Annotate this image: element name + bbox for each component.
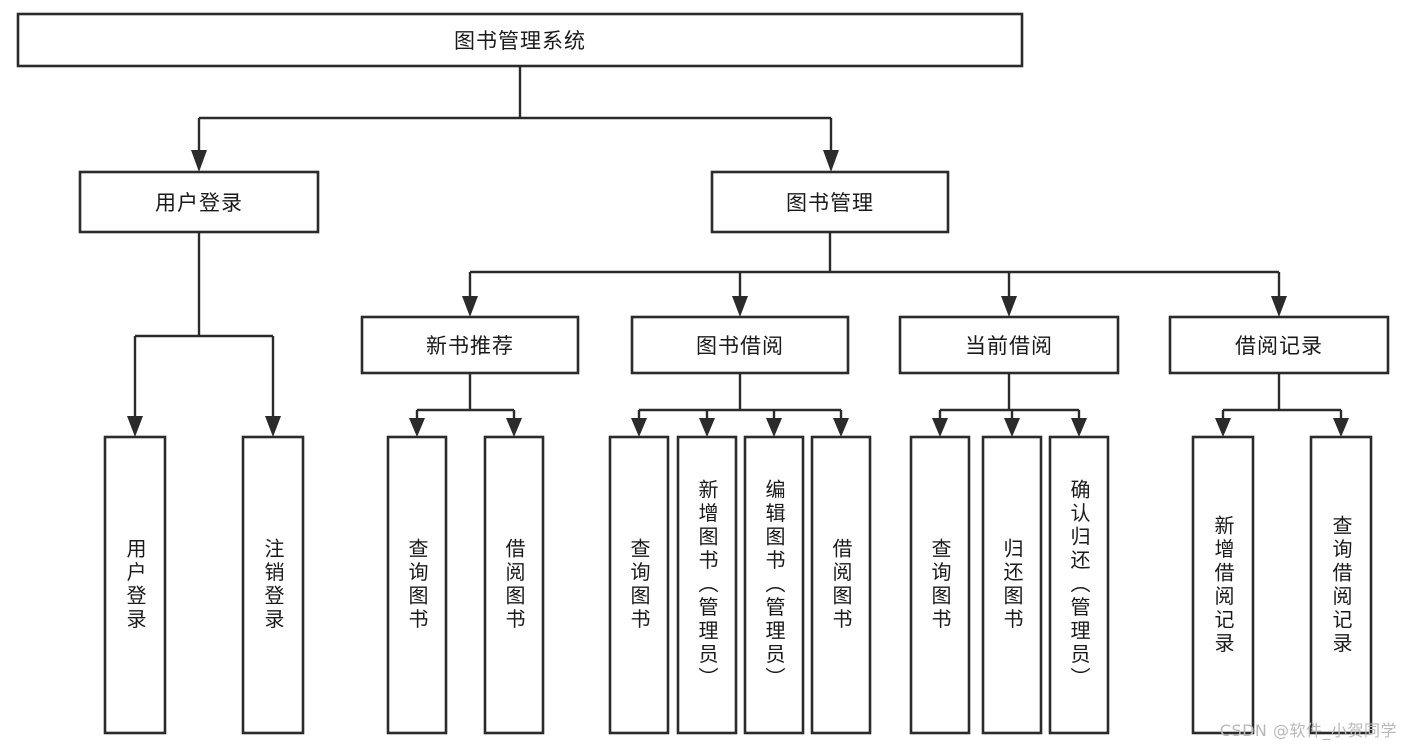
arrow-head-leaf-query-book-3 — [932, 418, 948, 437]
leaf-node-box[interactable] — [1191, 435, 1255, 735]
level3-node-box[interactable] — [360, 315, 580, 375]
arrow-head-leaf-edit-book — [766, 418, 782, 437]
edge-group-current-borrow — [932, 373, 1087, 437]
arrow-head-leaf-logout — [265, 416, 281, 437]
level2-node-box[interactable] — [78, 170, 320, 234]
edge-group-root — [191, 66, 839, 172]
arrow-head-new-book — [462, 296, 478, 317]
edge-group-borrow-record — [1215, 373, 1349, 437]
arrow-head-leaf-add-record — [1215, 418, 1231, 437]
arrow-head-user-login — [191, 150, 207, 172]
edge-group-book-mgmt — [462, 232, 1287, 317]
arrow-head-leaf-query-book-1 — [409, 418, 425, 437]
arrow-head-leaf-confirm-return — [1071, 418, 1087, 437]
edge-group-new-book — [409, 373, 522, 437]
root-node-box[interactable] — [16, 12, 1024, 68]
edge-group-borrow — [631, 373, 849, 437]
level3-node-box[interactable] — [1168, 315, 1390, 375]
level3-node-box[interactable] — [898, 315, 1120, 375]
arrow-head-current-borrow — [1001, 296, 1017, 317]
arrow-head-leaf-add-book — [699, 418, 715, 437]
leaf-node-box[interactable] — [676, 435, 738, 735]
leaf-node-box[interactable] — [981, 435, 1043, 735]
leaf-node-box[interactable] — [1048, 435, 1110, 735]
leaf-node-box[interactable] — [608, 435, 670, 735]
node-box-layer — [16, 12, 1390, 735]
arrow-head-leaf-borrow-book-2 — [833, 418, 849, 437]
arrow-head-leaf-return-book — [1004, 418, 1020, 437]
leaf-node-box[interactable] — [241, 435, 305, 735]
level2-node-box[interactable] — [710, 170, 950, 234]
leaf-node-box[interactable] — [909, 435, 971, 735]
leaf-node-box[interactable] — [1309, 435, 1373, 735]
leaf-node-box[interactable] — [386, 435, 448, 735]
edge-group-user-login — [127, 232, 281, 437]
arrow-head-leaf-query-record — [1333, 418, 1349, 437]
leaf-node-box[interactable] — [743, 435, 805, 735]
arrow-head-book-mgmt — [823, 150, 839, 172]
arrow-head-leaf-query-book-2 — [631, 418, 647, 437]
leaf-node-box[interactable] — [483, 435, 545, 735]
leaf-node-box[interactable] — [103, 435, 167, 735]
arrow-head-borrow-record — [1271, 296, 1287, 317]
arrow-head-leaf-borrow-book-1 — [506, 418, 522, 437]
watermark-text: CSDN @软件_小贺同学 — [1219, 721, 1397, 740]
arrow-head-leaf-user-login — [127, 416, 143, 437]
arrow-head-borrow — [732, 296, 748, 317]
leaf-node-box[interactable] — [810, 435, 872, 735]
level3-node-box[interactable] — [630, 315, 850, 375]
